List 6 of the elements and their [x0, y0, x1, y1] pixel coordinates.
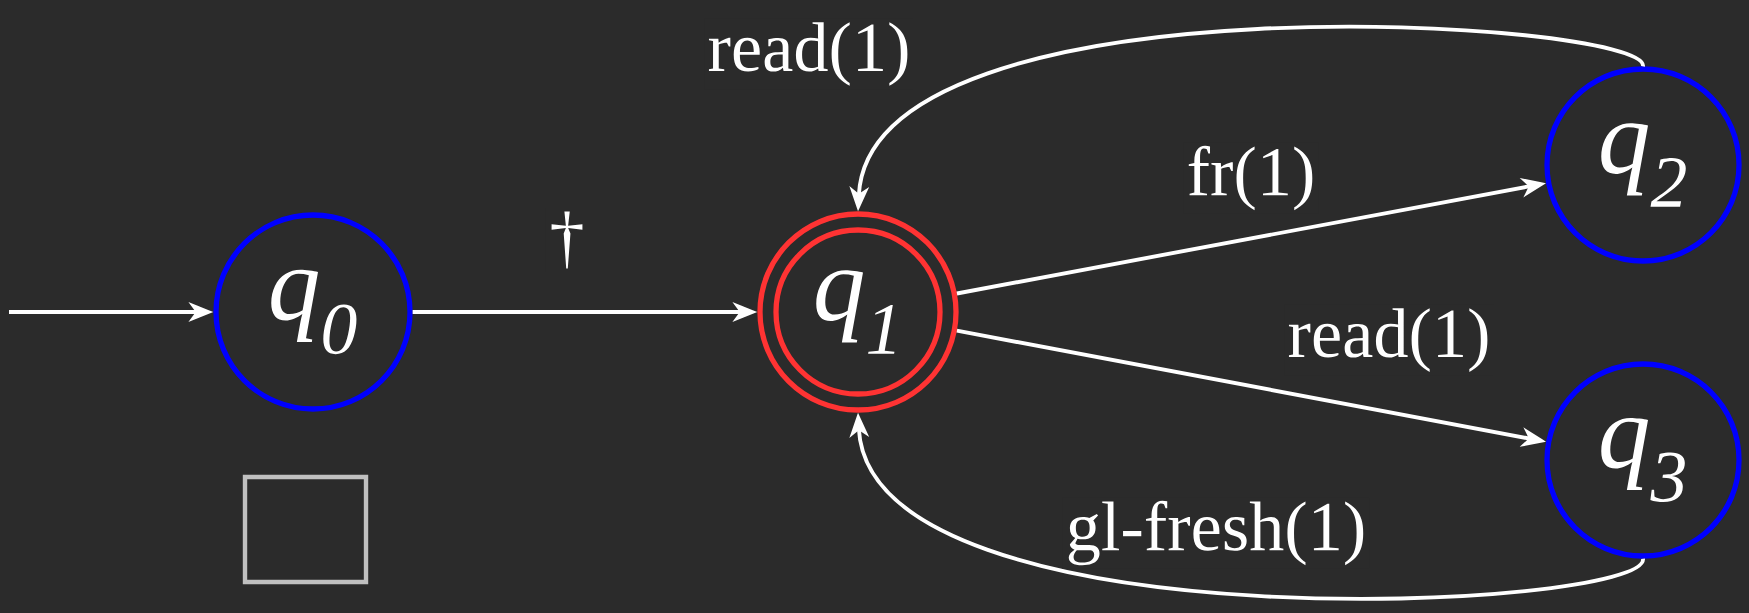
edge-label: fr(1): [1188, 145, 1313, 211]
square-outline: [242, 474, 369, 585]
edge-label: read(1): [708, 22, 908, 86]
edge-label: †: [551, 211, 583, 269]
edge-label: gl-fresh(1): [1068, 500, 1364, 566]
edge-label: read(1): [1288, 308, 1488, 372]
